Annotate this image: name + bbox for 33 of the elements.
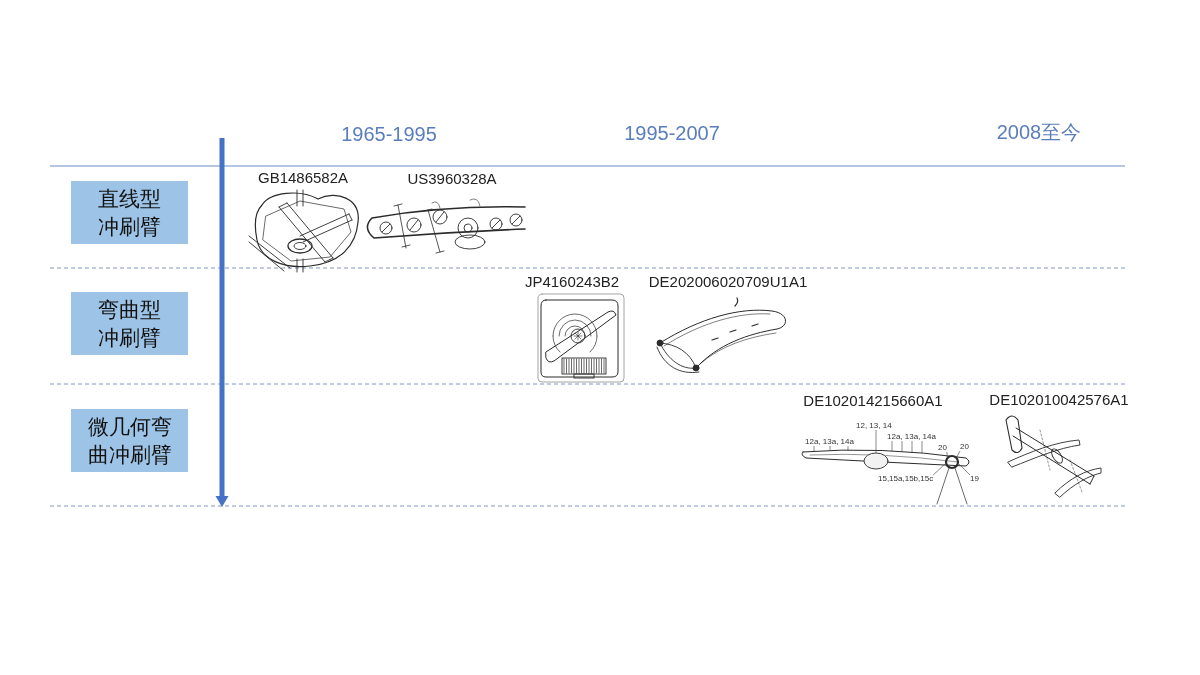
category-box: 直线型冲刷臂 [71,181,188,244]
leader-line [847,445,849,451]
callout-number: 12, 13, 14 [856,422,892,430]
leader-line [921,440,923,454]
callout-number: 12a, 13a, 14a [887,433,936,441]
patent-number: GB1486582A [257,169,349,185]
ring-drawing [936,454,968,505]
leader-line [911,440,913,453]
callout-number: 20 [938,444,947,452]
leader-line [958,463,971,476]
arm-drawing [801,449,970,467]
callout-number: 20 [960,443,969,451]
callout-number: 19 [970,475,979,483]
period-label: 1965-1995 [341,124,437,144]
leader-line [829,445,831,451]
patent-number: DE202006020709U1A1 [648,273,808,289]
leader-line [932,463,946,476]
category-box: 弯曲型冲刷臂 [71,292,188,355]
patent-number: US3960328A [407,170,497,186]
callout-number: 15,15a,15b,15c [878,475,934,483]
period-label: 2008至今 [996,122,1082,142]
leader-line [956,450,961,458]
leader-line [813,445,815,452]
callout-number: 12a, 13a, 14a [805,438,854,446]
patent-number: DE102010042576A1 [989,391,1129,407]
hub-drawing [863,452,889,470]
period-label: 1995-2007 [624,123,720,143]
leader-line [901,440,903,453]
category-box: 微几何弯曲冲刷臂 [71,409,188,472]
leader-line [946,451,948,458]
patent-number: JP4160243B2 [524,273,620,289]
patent-number: DE102014215660A1 [803,392,943,408]
leader-line [891,440,893,452]
